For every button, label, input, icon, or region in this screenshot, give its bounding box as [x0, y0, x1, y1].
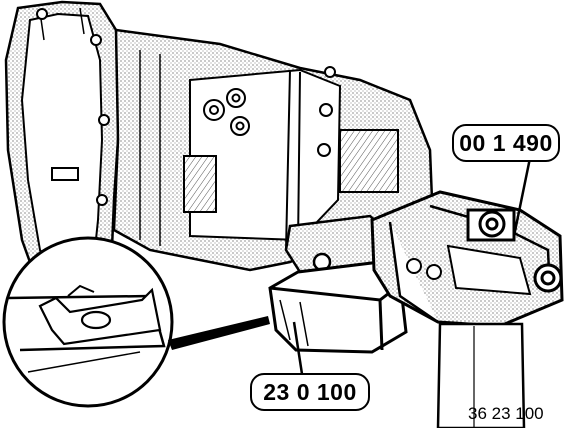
tool-callout-23-0-100: 23 0 100: [250, 373, 370, 411]
case-fittings: [183, 66, 399, 213]
figure-number: 36 23 100: [468, 404, 544, 423]
holder-tool-bracket: [370, 190, 564, 328]
inset-pointer: [168, 316, 270, 350]
support-tool-block: [268, 260, 408, 354]
detail-inset: [2, 236, 174, 408]
tool-callout-00-1-490: 00 1 490: [452, 124, 560, 162]
bell-housing: [4, 0, 122, 300]
leader-lines: [292, 157, 532, 375]
stand-post: [436, 322, 526, 428]
